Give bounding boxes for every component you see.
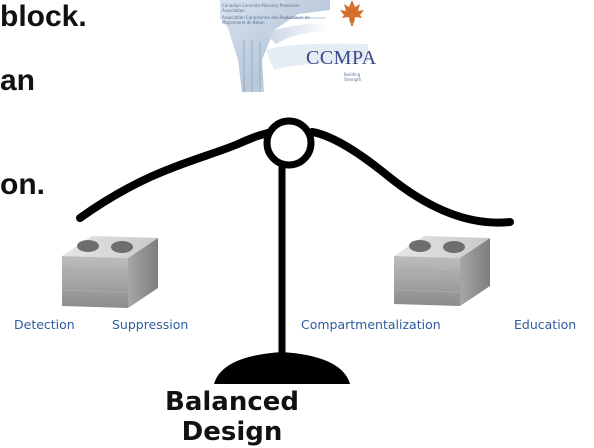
pan-label-suppression: Suppression xyxy=(112,317,189,332)
base-label-line-2: Design xyxy=(181,417,283,447)
logo-association-text-fr: Association Canadienne des Producteurs d… xyxy=(222,15,310,25)
logo-tagline: Building Strength xyxy=(344,72,362,82)
concrete-block-icon xyxy=(61,236,158,308)
scale-base-cap xyxy=(214,352,350,384)
scale-pivot-ring xyxy=(263,117,315,169)
slide-text-fragment: on. xyxy=(0,168,45,201)
slide-text-fragment: an xyxy=(0,64,36,97)
maple-leaf-icon xyxy=(340,0,364,26)
scale-beam xyxy=(76,128,514,227)
ccmpa-logo xyxy=(220,0,368,92)
logo-association-text: Canadian Concrete Masonry Producers Asso… xyxy=(222,3,300,13)
pan-label-education: Education xyxy=(514,317,577,332)
pan-label-detection: Detection xyxy=(14,317,75,332)
base-label-line-1: Balanced xyxy=(165,387,299,417)
pan-label-compartmentalization: Compartmentalization xyxy=(301,317,441,332)
slide-text-fragment: block. xyxy=(0,0,87,33)
concrete-block-icon xyxy=(393,236,490,306)
logo-wordmark: CCMPA xyxy=(306,47,377,69)
